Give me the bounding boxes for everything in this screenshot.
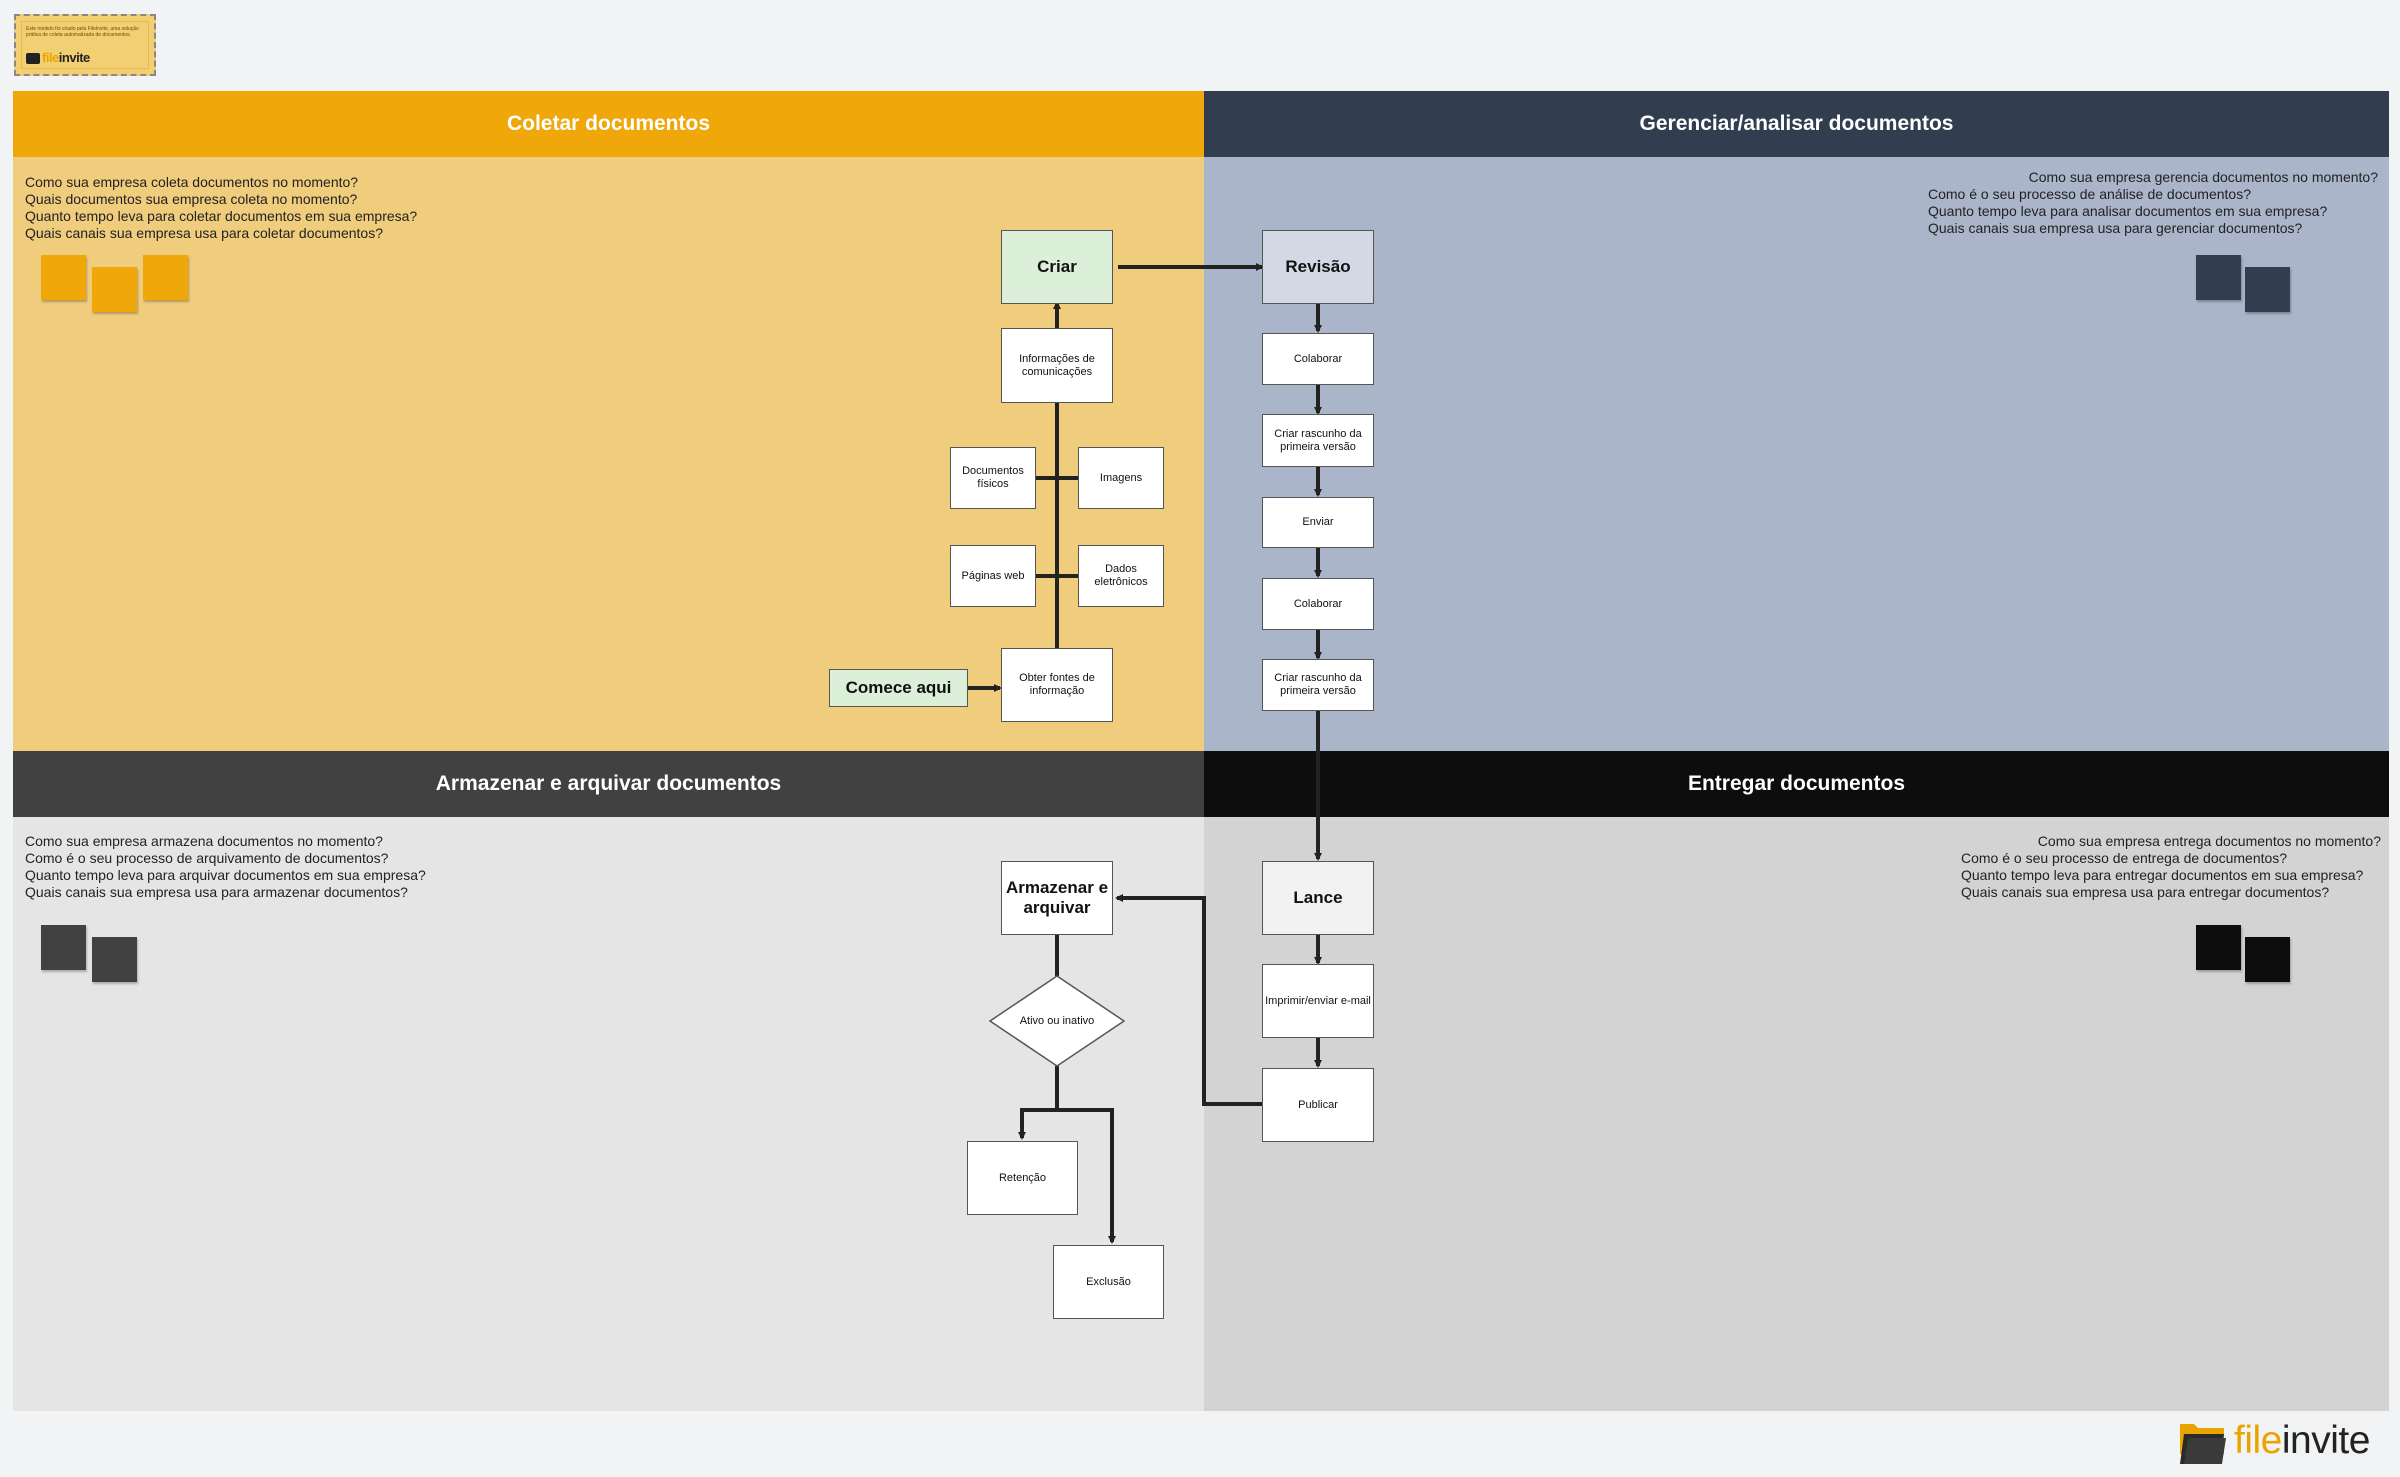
- question: Como sua empresa gerencia documentos no …: [2028, 169, 2378, 185]
- sticky-note[interactable]: [41, 925, 86, 970]
- logo-word-part2: invite: [58, 50, 90, 65]
- question: Quais canais sua empresa usa para coleta…: [25, 225, 383, 241]
- folder-icon: [2180, 1424, 2226, 1464]
- sticky-note[interactable]: [2245, 937, 2290, 982]
- question: Quais canais sua empresa usa para entreg…: [1961, 884, 2330, 900]
- flow-node-dados[interactable]: Dados eletrônicos: [1078, 545, 1164, 607]
- folder-icon: [26, 53, 40, 64]
- flow-node-imagens[interactable]: Imagens: [1078, 447, 1164, 509]
- sticky-note[interactable]: [143, 255, 188, 300]
- flow-node-informacoes[interactable]: Informações de comunicações: [1001, 328, 1113, 403]
- flow-node-revisao[interactable]: Revisão: [1262, 230, 1374, 304]
- question: Quanto tempo leva para coletar documento…: [25, 208, 418, 224]
- sticky-note[interactable]: [41, 255, 86, 300]
- sticky-note[interactable]: [2196, 925, 2241, 970]
- logo-word-part1: file: [42, 50, 59, 65]
- brand-word-part2: invite: [2281, 1419, 2371, 1462]
- question: Quais canais sua empresa usa para gerenc…: [1928, 220, 2303, 236]
- quadrant-deliver: Entregar documentos Como sua empresa ent…: [1204, 751, 2389, 1411]
- start-node[interactable]: Comece aqui: [829, 669, 968, 707]
- question: Como é o seu processo de arquivamento de…: [25, 850, 389, 866]
- quadrant-collect-header: Coletar documentos: [13, 91, 1204, 157]
- quadrant-manage: Gerenciar/analisar documentos Como sua e…: [1204, 91, 2389, 751]
- quadrant-store-questions: Como sua empresa armazena documentos no …: [25, 833, 445, 901]
- fileinvite-logo: fileinvite: [2178, 1418, 2393, 1468]
- flow-node-exclusao[interactable]: Exclusão: [1053, 1245, 1164, 1319]
- quadrant-deliver-title: Entregar documentos: [1687, 772, 1906, 795]
- quadrant-collect-questions: Como sua empresa coleta documentos no mo…: [25, 174, 545, 242]
- quadrant-deliver-questions: Como sua empresa entrega documentos no m…: [1961, 833, 2381, 901]
- quadrant-manage-title: Gerenciar/analisar documentos: [1639, 112, 1954, 135]
- question: Quais documentos sua empresa coleta no m…: [25, 191, 358, 207]
- quadrant-collect-title: Coletar documentos: [506, 112, 711, 135]
- question: Como sua empresa armazena documentos no …: [25, 833, 383, 849]
- question: Como sua empresa entrega documentos no m…: [2037, 833, 2381, 849]
- quadrant-store: Armazenar e arquivar documentos Como sua…: [13, 751, 1204, 1411]
- quadrant-collect: Coletar documentos Como sua empresa cole…: [13, 91, 1204, 751]
- template-logo-word: fileinvite: [26, 50, 90, 65]
- decision-label: Ativo ou inativo: [1019, 1014, 1095, 1027]
- template-logo-card: Este modelo foi criado pela FileInvite, …: [14, 14, 156, 76]
- brand-wordmark: fileinvite: [2234, 1418, 2370, 1464]
- brand-word-part1: file: [2234, 1419, 2282, 1462]
- quadrant-deliver-header: Entregar documentos: [1204, 751, 2389, 817]
- quadrant-store-title: Armazenar e arquivar documentos: [435, 772, 782, 795]
- sticky-note[interactable]: [2245, 267, 2290, 312]
- question: Como sua empresa coleta documentos no mo…: [25, 174, 359, 190]
- flow-node-armazenar[interactable]: Armazenar e arquivar: [1001, 861, 1113, 935]
- quadrant-manage-header: Gerenciar/analisar documentos: [1204, 91, 2389, 157]
- quadrant-manage-questions: Como sua empresa gerencia documentos no …: [1928, 169, 2378, 237]
- flow-node-enviar[interactable]: Enviar: [1262, 497, 1374, 548]
- question: Quais canais sua empresa usa para armaze…: [25, 884, 408, 900]
- sticky-note[interactable]: [92, 937, 137, 982]
- template-note: Este modelo foi criado pela FileInvite, …: [26, 26, 139, 38]
- flow-node-retencao[interactable]: Retenção: [967, 1141, 1078, 1215]
- flow-node-colaborar-1[interactable]: Colaborar: [1262, 333, 1374, 385]
- question: Como é o seu processo de entrega de docu…: [1961, 850, 2288, 866]
- template-logo-inner: Este modelo foi criado pela FileInvite, …: [21, 21, 149, 69]
- flow-node-criar[interactable]: Criar: [1001, 230, 1113, 304]
- flow-node-documentos[interactable]: Documentos físicos: [950, 447, 1036, 509]
- question: Quanto tempo leva para analisar document…: [1928, 203, 2328, 219]
- flow-node-publicar[interactable]: Publicar: [1262, 1068, 1374, 1142]
- flow-node-rascunho-2[interactable]: Criar rascunho da primeira versão: [1262, 659, 1374, 711]
- sticky-note[interactable]: [92, 267, 137, 312]
- flow-node-lance[interactable]: Lance: [1262, 861, 1374, 935]
- flow-node-obter[interactable]: Obter fontes de informação: [1001, 648, 1113, 722]
- question: Quanto tempo leva para entregar document…: [1961, 867, 2364, 883]
- flow-node-rascunho-1[interactable]: Criar rascunho da primeira versão: [1262, 414, 1374, 467]
- flow-node-imprimir[interactable]: Imprimir/enviar e-mail: [1262, 964, 1374, 1038]
- question: Como é o seu processo de análise de docu…: [1928, 186, 2251, 202]
- flow-node-colaborar-2[interactable]: Colaborar: [1262, 578, 1374, 630]
- quadrant-store-header: Armazenar e arquivar documentos: [13, 751, 1204, 817]
- question: Quanto tempo leva para arquivar document…: [25, 867, 426, 883]
- flow-node-paginas[interactable]: Páginas web: [950, 545, 1036, 607]
- sticky-note[interactable]: [2196, 255, 2241, 300]
